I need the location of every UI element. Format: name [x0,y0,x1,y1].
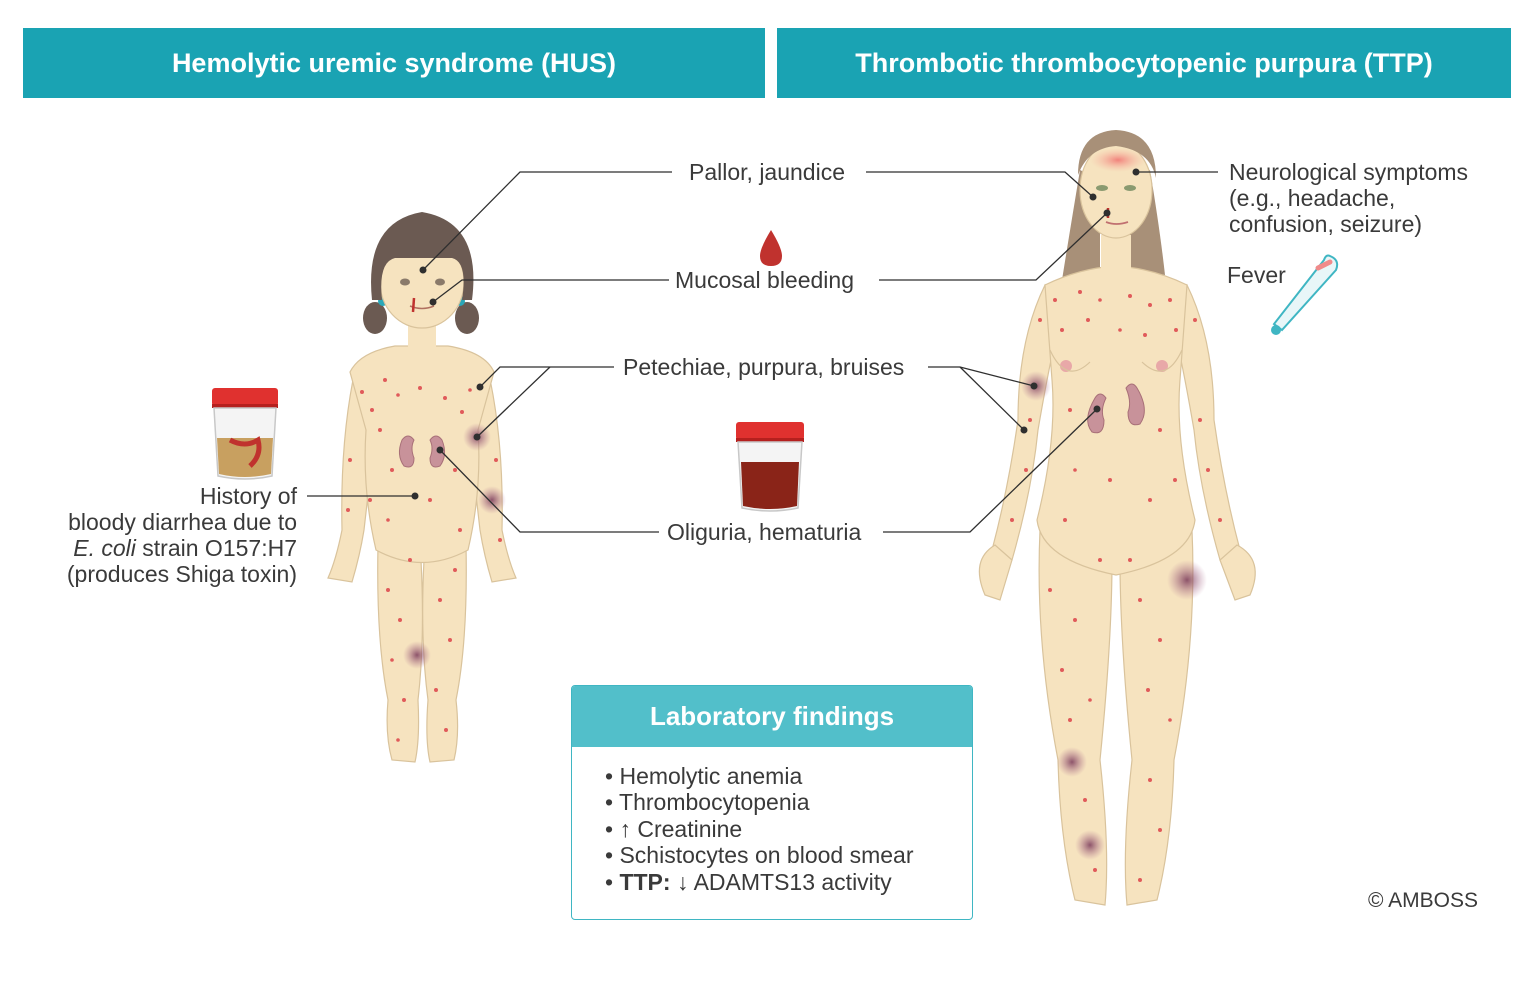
callout-lines [307,171,1218,533]
label-petechiae: Petechiae, purpura, bruises [623,354,905,380]
thermometer-icon [1271,254,1339,335]
child-pigtail-left [363,302,387,334]
callout-dots [411,168,1140,500]
copyright: © AMBOSS [1368,889,1479,912]
child-pigtail-right [455,302,479,334]
lab-item: • Hemolytic anemia [605,763,803,789]
blood-drop-icon [760,230,782,266]
woman-figure [978,130,1256,906]
label-neurological-symptoms: Neurological symptoms (e.g., headache, c… [1229,159,1469,237]
label-pallor-jaundice: Pallor, jaundice [689,159,845,185]
ttp-header: Thrombotic thrombocytopenic purpura (TTP… [777,28,1511,98]
urine-cup-bloody-stool-icon [212,388,278,480]
lab-item: • Schistocytes on blood smear [605,842,914,869]
label-mucosal-bleeding: Mucosal bleeding [675,267,855,293]
hus-header: Hemolytic uremic syndrome (HUS) [23,28,765,98]
child-petechiae [346,378,502,742]
label-history: History of bloody diarrhea due to E. col… [66,483,297,587]
lab-item: • TTP: ↓ ADAMTS13 activity [605,868,892,895]
urine-cup-hematuria-icon [736,422,804,512]
woman-petechiae [1010,290,1222,882]
lab-title: Laboratory findings [572,686,972,747]
laboratory-findings-box: Laboratory findings • Hemolytic anemia •… [571,685,973,920]
lab-item: • Thrombocytopenia [605,789,810,816]
child-figure [327,212,517,763]
lab-item: • ↑ Creatinine [605,815,743,842]
lab-list: • Hemolytic anemia • Thrombocytopenia • … [572,747,972,895]
label-oliguria-hematuria: Oliguria, hematuria [667,519,862,545]
label-fever: Fever [1227,262,1286,288]
